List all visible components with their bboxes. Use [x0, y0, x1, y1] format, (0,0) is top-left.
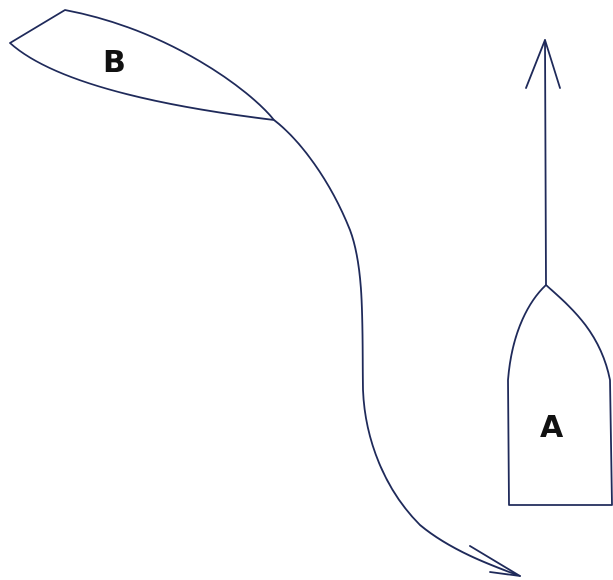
boat-b-track-arrowhead	[469, 545, 521, 577]
boat-b-track	[273, 119, 521, 577]
boat-a-course-arrowhead	[525, 39, 561, 89]
boat-a-course	[525, 39, 561, 286]
boat-b-track-line	[273, 119, 521, 577]
boat-a-hull	[507, 284, 613, 506]
boat-b-hull	[9, 9, 275, 121]
boat-a-course-line	[544, 39, 547, 286]
boat-b-label: B	[103, 45, 126, 80]
boat-a-label: A	[540, 410, 564, 445]
boat-a: A	[507, 284, 613, 506]
boat-b: B	[9, 9, 275, 121]
